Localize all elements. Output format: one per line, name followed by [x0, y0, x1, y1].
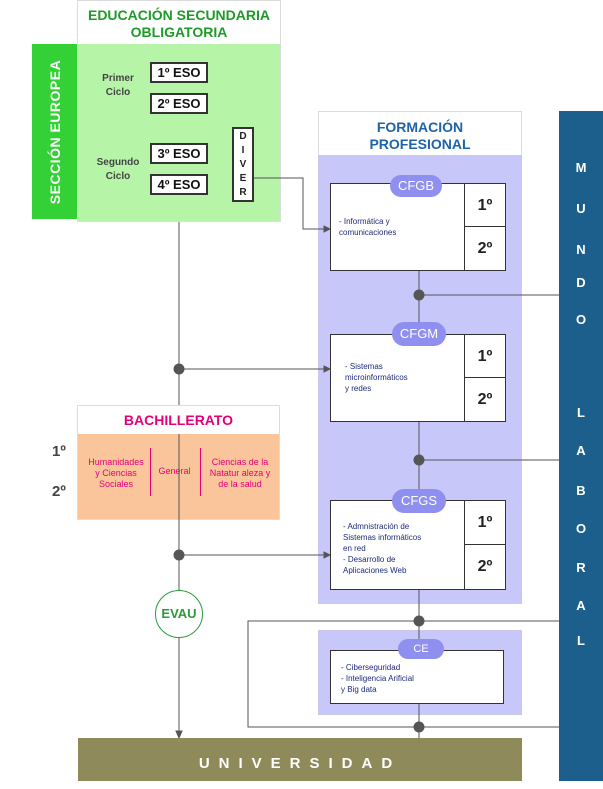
bach-humanidades-line: Sociales: [98, 479, 134, 489]
eso-title-line2: OBLIGATORIA: [130, 24, 228, 40]
mundo-laboral-bar: M U N D O L A B O R A L: [559, 111, 603, 781]
cfgm-pill: CFGM: [392, 322, 446, 346]
ce-loop-line: [247, 620, 559, 728]
cfgs-desc-line: en red: [343, 544, 366, 553]
bachillerato-title: BACHILLERATO: [77, 405, 280, 434]
bach-humanidades-line: y Ciencias: [95, 468, 137, 478]
eso-to-cfgb-line: [254, 177, 330, 230]
node-ce-exit: [413, 721, 425, 733]
diver-letter: D: [239, 131, 247, 142]
bachillerato-humanidades: Humanidades y Ciencias Sociales: [80, 457, 152, 490]
cfgs-box: - Admnistración de Sistemas informáticos…: [330, 500, 506, 590]
eso-course-4: 4º ESO: [150, 174, 208, 195]
fp-title-line1: FORMACIÓN: [376, 119, 464, 135]
mundo-letter: L: [577, 405, 585, 420]
ce-box: - Ciberseguridad - Inteligencia Arificia…: [330, 650, 504, 704]
mundo-letter: B: [576, 483, 586, 498]
segundo-ciclo-line2: Ciclo: [105, 171, 131, 182]
mundo-letter: N: [576, 242, 586, 257]
bach-ciencias-line: Natatur aleza y: [209, 468, 271, 478]
ce-desc-line: - Inteligencia Arificial: [341, 674, 414, 683]
eso-title-line1: EDUCACIÓN SECUNDARIA: [87, 7, 270, 23]
mundo-letter: A: [576, 443, 586, 458]
cfgs-description: - Admnistración de Sistemas informáticos…: [343, 521, 463, 576]
cfgm-desc-line: y redes: [345, 384, 372, 393]
node-cfgm-exit: [413, 454, 425, 466]
bach-humanidades-line: Humanidades: [88, 457, 144, 467]
segundo-ciclo-label: Segundo Ciclo: [90, 156, 146, 184]
cfgs-desc-line: - Admnistración de: [343, 522, 410, 531]
ce-pill: CE: [398, 639, 444, 659]
mundo-letter: M: [575, 160, 587, 175]
ce-desc-line: - Ciberseguridad: [341, 663, 401, 672]
fp-title-line2: PROFESIONAL: [369, 136, 471, 152]
node-bach-cfgm: [173, 363, 185, 375]
cfgm-desc-line: microinformáticos: [345, 373, 408, 382]
cfgm-year-2: 2º: [464, 378, 505, 421]
cfgb-year-1: 1º: [464, 184, 505, 227]
mundo-letter: L: [577, 633, 585, 648]
diver-letter: I: [241, 145, 245, 156]
bach-divider-2: [200, 448, 201, 496]
bach-ciencias-line: de la salud: [218, 479, 262, 489]
cfgb-desc-line: comunicaciones: [339, 228, 397, 237]
diver-box: D I V E R: [232, 127, 254, 202]
cfgb-year-2: 2º: [464, 227, 505, 270]
cfgs-desc-line: Aplicaciones Web: [343, 566, 407, 575]
fp-title: FORMACIÓN PROFESIONAL: [318, 111, 522, 155]
diver-letter: V: [239, 159, 247, 170]
primer-ciclo-label: Primer Ciclo: [92, 72, 144, 100]
mundo-letter: O: [575, 312, 587, 327]
cfgb-desc-line: - Informática y: [339, 217, 390, 226]
eso-course-1: 1º ESO: [150, 62, 208, 83]
cfgb-description: - Informática y comunicaciones: [339, 216, 461, 238]
node-cfgs-exit: [413, 615, 425, 627]
seccion-europea-text: SECCIÓN EUROPEA: [46, 59, 63, 204]
mundo-letter: O: [575, 521, 587, 536]
seccion-europea-label: SECCIÓN EUROPEA: [32, 44, 77, 219]
arrow-cfgs: [323, 551, 332, 559]
diver-letter: E: [239, 173, 247, 184]
eso-course-3: 3º ESO: [150, 143, 208, 164]
universidad-bar: UNIVERSIDAD: [78, 738, 522, 781]
evau-badge: EVAU: [155, 590, 203, 638]
mundo-letter: U: [576, 201, 586, 216]
bach-ciencias-line: Ciencias de la: [211, 457, 269, 467]
mundo-letter: D: [576, 275, 586, 290]
node-bach-cfgs: [173, 549, 185, 561]
ce-description: - Ciberseguridad - Inteligencia Arificia…: [341, 662, 491, 695]
eso-title: EDUCACIÓN SECUNDARIA OBLIGATORIA: [77, 0, 281, 44]
mundo-letter: R: [576, 560, 586, 575]
cfgm-year-1: 1º: [464, 335, 505, 378]
cfgm-box: - Sistemas microinformáticos y redes 1º …: [330, 334, 506, 422]
ce-desc-line: y Big data: [341, 685, 377, 694]
bachillerato-year-2: 2º: [52, 483, 66, 500]
bachillerato-ciencias: Ciencias de la Natatur aleza y de la sal…: [201, 457, 279, 490]
cfgs-year-1: 1º: [464, 501, 505, 545]
primer-ciclo-line2: Ciclo: [105, 87, 131, 98]
bachillerato-general: General: [158, 466, 191, 476]
segundo-ciclo-line1: Segundo: [96, 157, 140, 168]
cfgs-desc-line: - Desarrollo de: [343, 555, 396, 564]
cfgb-pill: CFGB: [390, 175, 442, 197]
arrow-universidad: [175, 730, 183, 740]
mundo-letter: A: [576, 598, 586, 613]
node-cfgb-exit: [413, 289, 425, 301]
diver-letter: R: [239, 187, 247, 198]
arrow-cfgb: [323, 225, 332, 233]
bach-divider-1: [150, 448, 151, 496]
cfgs-year-2: 2º: [464, 545, 505, 589]
cfgm-description: - Sistemas microinformáticos y redes: [345, 361, 455, 394]
bachillerato-year-1: 1º: [52, 443, 66, 460]
cfgs-desc-line: Sistemas informáticos: [343, 533, 422, 542]
arrow-cfgm: [323, 365, 332, 373]
primer-ciclo-line1: Primer: [102, 73, 134, 84]
eso-course-2: 2º ESO: [150, 93, 208, 114]
cfgb-box: - Informática y comunicaciones 1º 2º: [330, 183, 506, 271]
cfgm-desc-line: - Sistemas: [345, 362, 383, 371]
cfgs-pill: CFGS: [392, 489, 446, 513]
